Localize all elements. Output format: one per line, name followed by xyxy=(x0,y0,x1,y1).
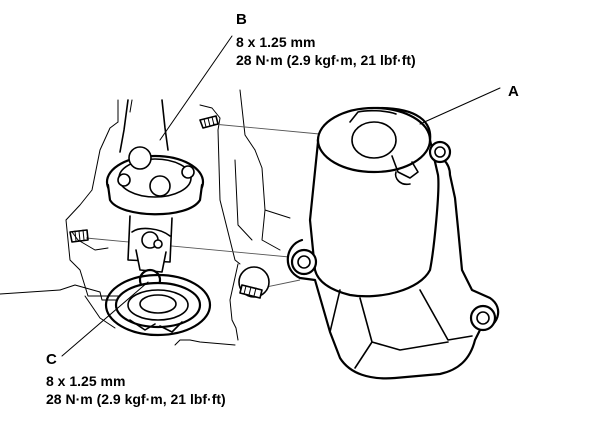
callout-b-size: 8 x 1.25 mm xyxy=(236,34,315,50)
steering-shaft-assembly xyxy=(104,99,212,337)
steering-joint-cover xyxy=(286,106,500,380)
callout-a-letter: A xyxy=(508,83,519,100)
callout-c-size: 8 x 1.25 mm xyxy=(46,373,125,389)
callout-c-torque: 28 N·m (2.9 kgf·m, 21 lbf·ft) xyxy=(46,391,226,407)
stud-bolt-left xyxy=(69,229,89,243)
callout-b: B 8 x 1.25 mm 28 N·m (2.9 kgf·m, 21 lbf·… xyxy=(236,11,416,68)
callout-b-letter: B xyxy=(236,11,247,28)
leader-lines xyxy=(61,35,501,357)
callout-b-torque: 28 N·m (2.9 kgf·m, 21 lbf·ft) xyxy=(236,52,416,68)
callout-c: C 8 x 1.25 mm 28 N·m (2.9 kgf·m, 21 lbf·… xyxy=(46,351,226,407)
stud-bolt-lower xyxy=(238,266,270,299)
leader-c xyxy=(61,281,149,357)
leader-b xyxy=(159,35,233,141)
body-panel-outline xyxy=(0,89,291,346)
stud-bolt-upper xyxy=(199,115,219,129)
callout-c-letter: C xyxy=(46,351,57,368)
leader-a xyxy=(419,87,501,125)
callout-a: A xyxy=(508,83,519,100)
